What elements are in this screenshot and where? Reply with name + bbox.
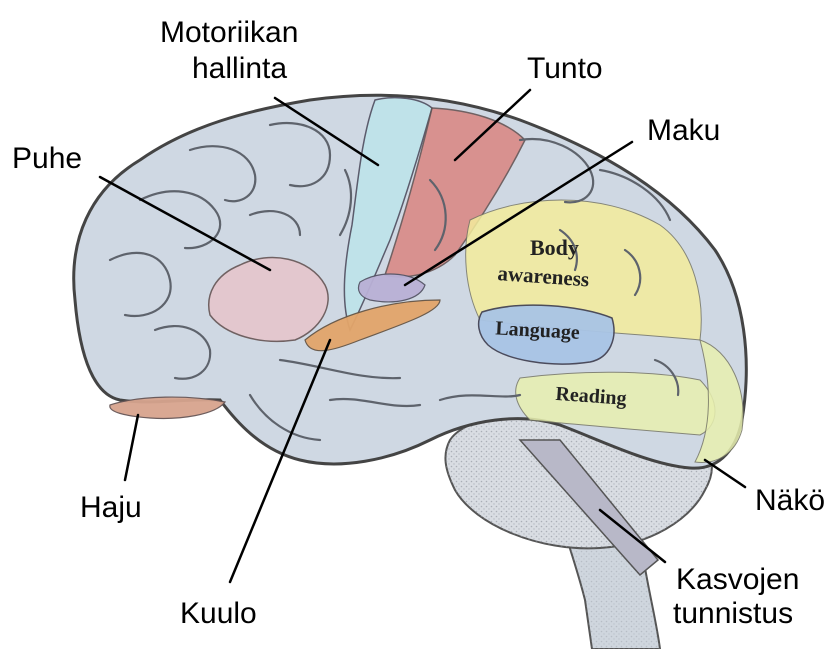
- taste-label: Maku: [647, 114, 720, 147]
- body-awareness-label-line1: Body: [530, 235, 579, 260]
- motor-label-line2: hallinta: [192, 52, 287, 85]
- hearing-label: Kuulo: [180, 597, 257, 630]
- vision-label: Näkö: [755, 484, 825, 517]
- smell-label: Haju: [80, 491, 142, 524]
- motor-label-line1: Motoriikan: [160, 16, 298, 49]
- face-label-line1: Kasvojen: [676, 563, 799, 596]
- face-label-line2: tunnistus: [673, 597, 793, 630]
- speech-label: Puhe: [12, 142, 82, 175]
- smell-leader: [125, 415, 138, 480]
- touch-label: Tunto: [527, 52, 603, 85]
- language-label: Language: [495, 317, 581, 343]
- smell-region: [110, 397, 225, 418]
